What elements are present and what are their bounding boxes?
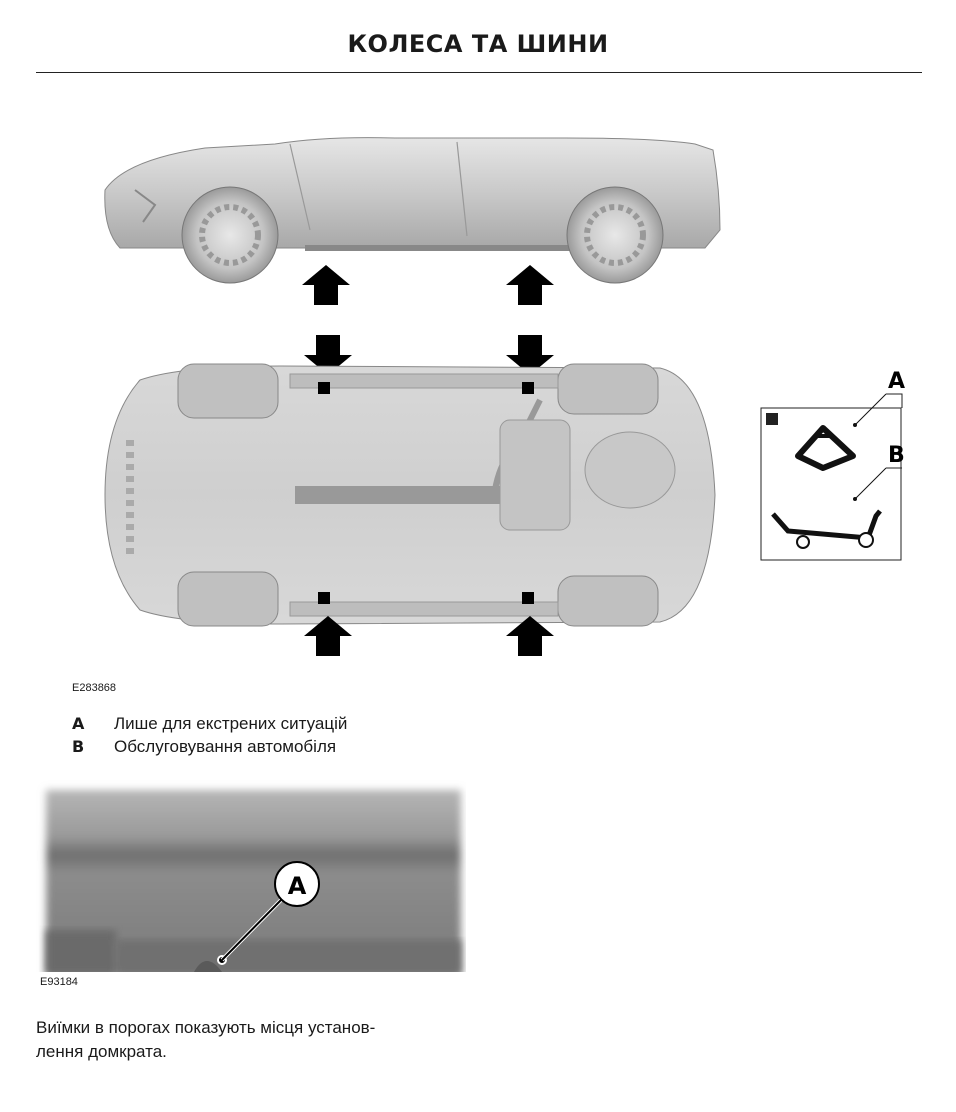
jack-point-arrow-up <box>506 616 554 656</box>
header-rule <box>36 72 922 73</box>
inset-label-b: B <box>888 443 905 468</box>
body-text-line: лення домкрата. <box>36 1042 167 1061</box>
body-text-line: Виїмки в порогах показують місця установ… <box>36 1018 376 1037</box>
legend-key: A <box>72 714 85 733</box>
legend-text: Лише для екстрених ситуацій <box>114 714 348 733</box>
sill-notch-illustration: A <box>36 780 466 980</box>
legend-text: Обслуговування автомобіля <box>114 737 337 756</box>
legend: A Лише для екстрених ситуацій B Обслугов… <box>72 712 347 758</box>
legend-row: B Обслуговування автомобіля <box>72 735 347 758</box>
inset-label-a: A <box>888 369 905 394</box>
jack-point-arrow-up <box>302 265 350 305</box>
callout-a: A <box>288 872 307 900</box>
body-text: Виїмки в порогах показують місця установ… <box>36 1016 476 1064</box>
front-wheel <box>181 186 279 284</box>
jack-point-arrow-up <box>506 265 554 305</box>
figure-id: E283868 <box>72 682 117 694</box>
jack-point-arrow-up <box>304 616 352 656</box>
legend-row: A Лише для екстрених ситуацій <box>72 712 347 735</box>
figure-id: E93184 <box>40 976 82 988</box>
rear-wheel <box>566 186 664 284</box>
jack-types-inset: A B <box>760 369 905 561</box>
jack-point-arrow-down <box>304 335 352 375</box>
page-title: КОЛЕСА ТА ШИНИ <box>347 30 609 58</box>
car-underside-view <box>104 363 716 627</box>
car-side-view <box>104 137 721 284</box>
jack-point-arrow-down <box>506 335 554 375</box>
legend-key: B <box>72 737 85 756</box>
